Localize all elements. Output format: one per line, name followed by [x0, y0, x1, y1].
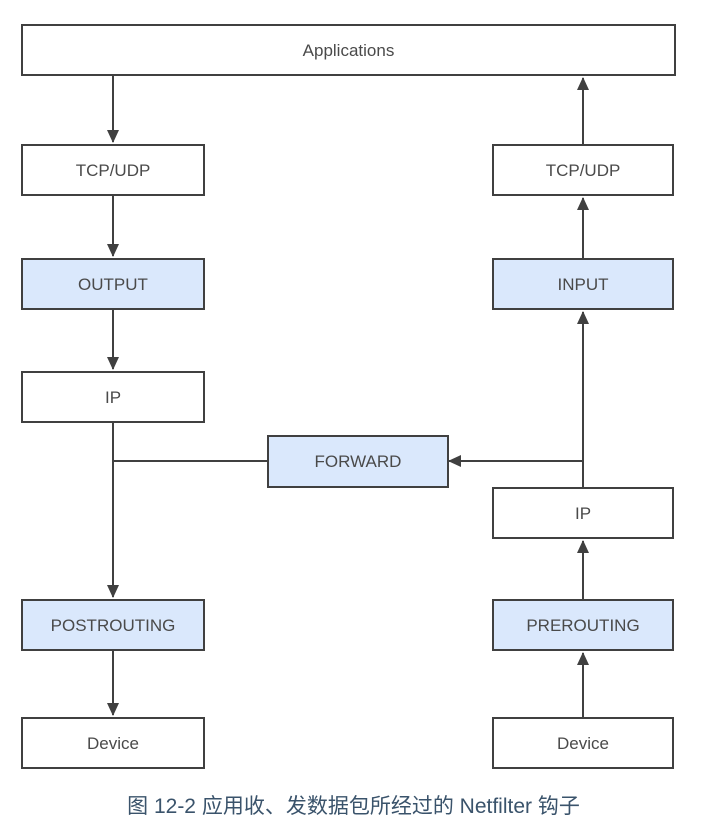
figure-caption: 图 12-2 应用收、发数据包所经过的 Netfilter 钩子 [127, 795, 580, 818]
node-device-in: Device [492, 717, 674, 769]
node-prerouting-hook: PREROUTING [492, 599, 674, 651]
node-tcpudp-out: TCP/UDP [21, 144, 205, 196]
node-postrouting-hook: POSTROUTING [21, 599, 205, 651]
node-ip-out: IP [21, 371, 205, 423]
node-forward-hook: FORWARD [267, 435, 449, 488]
node-output-hook: OUTPUT [21, 258, 205, 310]
node-tcpudp-in: TCP/UDP [492, 144, 674, 196]
node-input-hook: INPUT [492, 258, 674, 310]
node-applications: Applications [21, 24, 676, 76]
node-device-out: Device [21, 717, 205, 769]
node-ip-in: IP [492, 487, 674, 539]
